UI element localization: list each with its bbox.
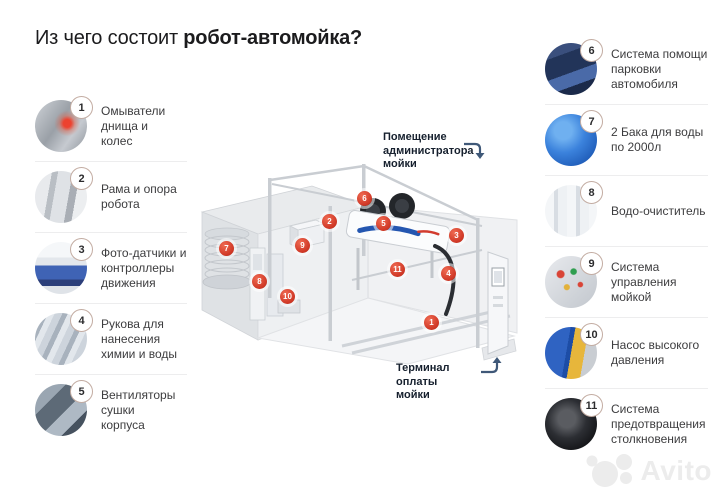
avito-logo-icon	[586, 454, 632, 487]
feature-item: 7 2 Бака для воды по 2000л	[545, 104, 708, 175]
diagram-marker-2: 2	[322, 214, 337, 229]
diagram-marker-3: 3	[449, 228, 464, 243]
item-label: Рукова для нанесения химии и воды	[101, 316, 178, 361]
item-number-badge: 7	[580, 110, 603, 133]
feature-item: 11 Система предотвращения столкновения	[545, 388, 708, 459]
item-photo-wrap: 8	[545, 181, 603, 237]
diagram-marker-5: 5	[376, 216, 391, 231]
item-number-badge: 4	[70, 309, 93, 332]
water-tank-coil	[202, 227, 252, 290]
feature-item: 1 Омыватели днища и колес	[35, 91, 187, 161]
avito-logo-text: Avito	[640, 455, 712, 486]
item-number-badge: 9	[580, 252, 603, 275]
arrow-down-right-icon	[464, 142, 485, 159]
item-number-badge: 3	[70, 238, 93, 261]
arrow-up-right-icon	[481, 357, 502, 374]
page-title-bold: робот-автомойка?	[183, 27, 363, 49]
item-photo-wrap: 1	[35, 96, 93, 152]
diagram-marker-10: 10	[280, 289, 295, 304]
item-number-badge: 6	[580, 39, 603, 62]
admin-room-label: Помещение администратора мойки	[383, 131, 474, 170]
item-photo-wrap: 9	[545, 252, 603, 308]
feature-item: 5 Вентиляторы сушки корпуса	[35, 374, 187, 445]
item-label: Система помощи парковки автомобиля	[611, 46, 708, 91]
feature-item: 2 Рама и опора робота	[35, 161, 187, 232]
item-number-badge: 5	[70, 380, 93, 403]
diagram-marker-1: 1	[424, 315, 439, 330]
item-number-badge: 1	[70, 96, 93, 119]
avito-watermark: Avito	[581, 449, 712, 493]
item-label: 2 Бака для воды по 2000л	[611, 125, 704, 154]
item-label: Насос высокого давления	[611, 338, 700, 367]
left-feature-column: 1 Омыватели днища и колес 2 Рама и опора…	[35, 91, 187, 445]
item-label: Водо-очиститель	[611, 203, 706, 218]
item-number-badge: 8	[580, 181, 603, 204]
payment-kiosk	[481, 251, 517, 361]
page-title: Из чего состоит робот-автомойка?	[35, 27, 362, 50]
item-photo-wrap: 2	[35, 167, 93, 223]
item-label: Рама и опора робота	[101, 182, 177, 211]
item-photo-wrap: 11	[545, 394, 603, 450]
item-label: Фото-датчики и контроллеры движения	[101, 245, 187, 290]
item-photo-wrap: 10	[545, 323, 603, 379]
diagram-marker-9: 9	[295, 238, 310, 253]
item-photo-wrap: 4	[35, 309, 93, 365]
item-label: Система предотвращения столкновения	[611, 401, 706, 446]
diagram-marker-6: 6	[357, 191, 372, 206]
item-photo-wrap: 3	[35, 238, 93, 294]
feature-item: 8 Водо-очиститель	[545, 175, 708, 246]
item-label: Вентиляторы сушки корпуса	[101, 387, 176, 432]
diagram-marker-11: 11	[390, 262, 405, 277]
feature-item: 6 Система помощи парковки автомобиля	[545, 34, 708, 104]
item-label: Система управления мойкой	[611, 259, 677, 304]
item-number-badge: 11	[580, 394, 603, 417]
page-title-prefix: Из чего состоит	[35, 27, 184, 49]
diagram-marker-8: 8	[252, 274, 267, 289]
item-photo-wrap: 6	[545, 39, 603, 95]
item-photo-wrap: 7	[545, 110, 603, 166]
feature-item: 4 Рукова для нанесения химии и воды	[35, 303, 187, 374]
feature-item: 10 Насос высокого давления	[545, 317, 708, 388]
item-number-badge: 10	[580, 323, 603, 346]
item-number-badge: 2	[70, 167, 93, 190]
item-label: Омыватели днища и колес	[101, 103, 166, 148]
feature-item: 3 Фото-датчики и контроллеры движения	[35, 232, 187, 303]
right-feature-column: 6 Система помощи парковки автомобиля 7 2…	[545, 34, 708, 459]
diagram-marker-4: 4	[441, 266, 456, 281]
feature-item: 9 Система управления мойкой	[545, 246, 708, 317]
payment-terminal-label: Терминал оплаты мойки	[396, 362, 450, 401]
diagram-marker-7: 7	[219, 241, 234, 256]
item-photo-wrap: 5	[35, 380, 93, 436]
carwash-illustration	[200, 164, 518, 365]
